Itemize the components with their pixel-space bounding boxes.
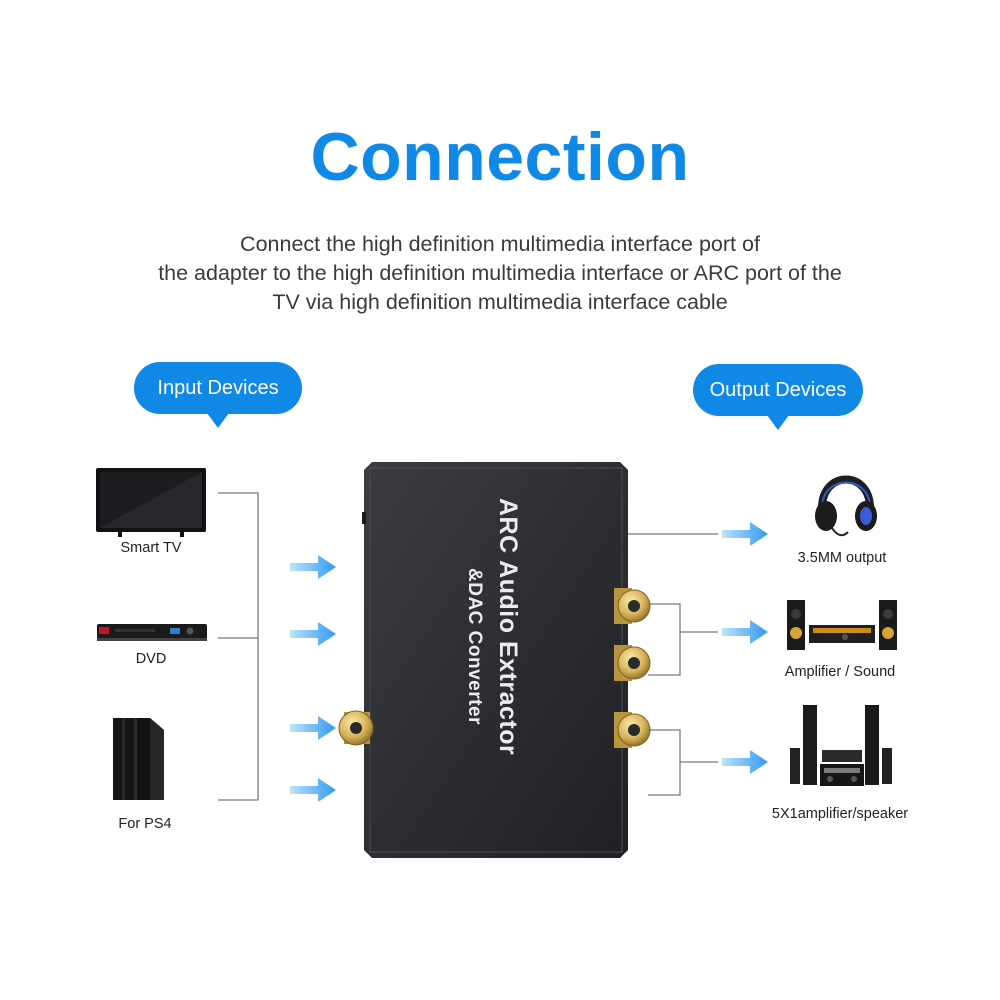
input-label-smart-tv: Smart TV [120,540,182,556]
arrow-icon [722,522,768,546]
input-devices-label: Input Devices [134,362,302,428]
headphones-icon [815,475,877,537]
arrow-icon [722,750,768,774]
rca-connector-icon [614,645,651,681]
device-label-line-1: ARC Audio Extractor [494,498,522,755]
arrow-icon [290,555,336,579]
amplifier-speakers-icon [787,600,897,650]
description-line-1: Connect the high definition multimedia i… [240,232,760,256]
input-arrows [290,555,336,802]
output-label-speaker-system: 5X1amplifier/speaker [771,806,909,822]
description-line-3: TV via high definition multimedia interf… [272,290,728,314]
arrow-icon [722,620,768,644]
page-title: Connection [310,119,690,195]
device-label-line-2: &DAC Converter [464,568,485,725]
arrow-icon [290,622,336,646]
rca-connector-icon [614,712,651,748]
input-label-ps4: For PS4 [118,816,172,832]
rca-connectors [614,588,651,748]
surround-speaker-system-icon [790,705,892,786]
dvd-player-icon [97,624,207,641]
smart-tv-icon [96,468,206,537]
input-wires [218,492,259,801]
output-devices-label: Output Devices [693,364,863,430]
output-arrows [722,522,768,774]
output-label-amplifier: Amplifier / Sound [784,664,896,680]
arrow-icon [290,716,336,740]
output-label-headphones: 3.5MM output [797,550,887,566]
description-line-2: the adapter to the high definition multi… [158,261,842,285]
input-label-dvd: DVD [135,651,167,667]
description-text: Connect the high definition multimedia i… [110,230,890,317]
coaxial-connector-icon [338,710,374,746]
ps4-console-icon [113,718,164,800]
arrow-icon [290,778,336,802]
output-wires [628,533,718,796]
rca-connector-icon [614,588,651,624]
